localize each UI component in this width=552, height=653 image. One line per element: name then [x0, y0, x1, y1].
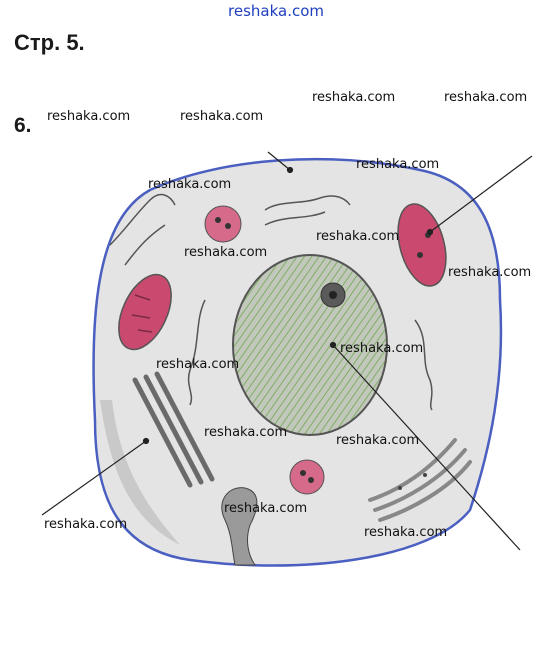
watermark: reshaka.com: [448, 265, 531, 280]
watermark: reshaka.com: [180, 109, 263, 124]
watermark: reshaka.com: [312, 90, 395, 105]
nucleolus-center: [329, 291, 337, 299]
leader-lines: [41, 151, 533, 551]
watermark: reshaka.com: [340, 341, 423, 356]
watermark: reshaka.com: [44, 517, 127, 532]
watermark: reshaka.com: [148, 177, 231, 192]
mitochondrion-left: [118, 273, 172, 351]
lysosome-top: [204, 205, 242, 243]
watermark: reshaka.com: [444, 90, 527, 105]
task-number: 6.: [14, 114, 32, 137]
watermark: reshaka.com: [336, 433, 419, 448]
nucleus: [232, 254, 388, 436]
golgi-apparatus: [368, 438, 472, 522]
centriole: [132, 371, 215, 488]
watermark: reshaka.com: [224, 501, 307, 516]
watermark: reshaka.com: [47, 109, 130, 124]
mitochondrion-right: [397, 203, 447, 287]
watermark: reshaka.com: [204, 425, 287, 440]
endoplasmic-reticulum: [109, 193, 433, 411]
cytoplasm-shading: [100, 400, 180, 545]
site-link[interactable]: reshaka.com: [228, 2, 324, 20]
watermark: reshaka.com: [184, 245, 267, 260]
watermark: reshaka.com: [316, 229, 399, 244]
vacuole: [221, 487, 258, 566]
page-heading: Стр. 5.: [14, 30, 85, 55]
watermark: reshaka.com: [156, 357, 239, 372]
lysosome-bottom: [289, 459, 325, 495]
watermark: reshaka.com: [356, 157, 439, 172]
watermarks: reshaka.com reshaka.com reshaka.com resh…: [44, 90, 531, 540]
watermark: reshaka.com: [364, 525, 447, 540]
